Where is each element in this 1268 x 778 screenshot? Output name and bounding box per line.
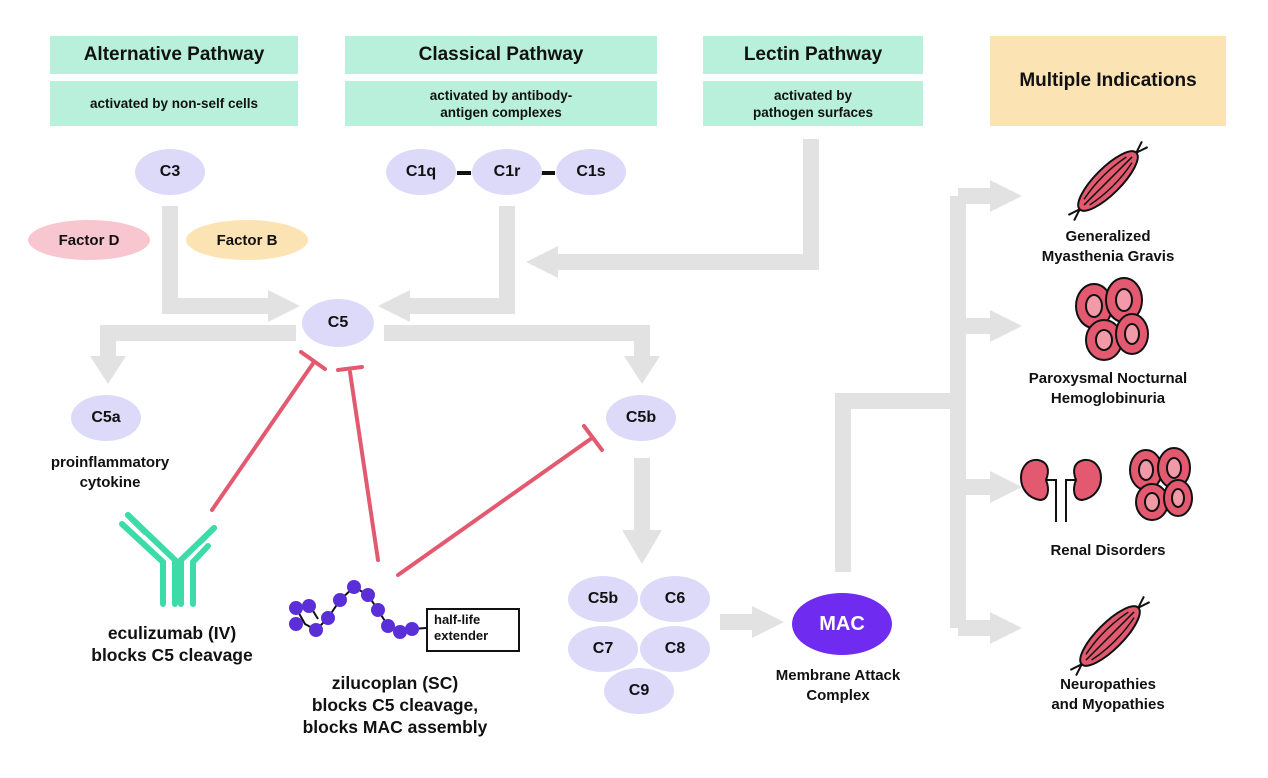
cluster-c8: C8 [640,626,710,672]
inhibitor-zilucoplan-c5b-bar [582,424,604,452]
cluster-c5b: C5b [568,576,638,622]
indication-label-3: Renal Disorders [1050,542,1166,559]
inhibitor-zilucoplan-c5b [396,436,594,577]
inhibitor-eculizumab-bar [299,350,327,371]
classical-pathway-subtitle: activated by antibody- antigen complexes [345,81,657,126]
c5-node: C5 [302,299,374,347]
alternative-pathway-subtitle: activated by non-self cells [50,81,298,126]
indication-label-1: Generalized Myasthenia Gravis [1041,228,1175,265]
arrowhead-ind-3 [990,471,1022,503]
arrowhead-lectin [526,246,558,278]
zilucoplan-label: zilucoplan (SC) blocks C5 cleavage, bloc… [302,673,488,737]
arrowhead-ind-4 [990,612,1022,644]
arrow-c5-to-c5a [100,325,296,358]
cluster-c7: C7 [568,626,638,672]
arrowhead-ind-2 [990,310,1022,342]
arrowhead-c5-left [268,290,300,322]
arrow-lectin-to-c5 [558,139,819,270]
arrow-c3-to-c5 [162,206,268,314]
peptide-chain-icon [289,580,427,639]
arrowhead-c5-right [378,290,410,322]
c3-node: C3 [135,149,205,195]
c1q-node: C1q [386,149,456,195]
cluster-c6: C6 [640,576,710,622]
classical-pathway-title: Classical Pathway [345,36,657,74]
arrow-classical-to-c5 [410,206,515,314]
alternative-pathway-title: Alternative Pathway [50,36,298,74]
kidney-icon [1020,458,1102,522]
red-blood-cells-icon-2 [1129,447,1193,521]
cluster-c9: C9 [604,668,674,714]
muscle-icon-2 [1069,595,1151,677]
half-life-extender-box: half-life extender [426,608,520,652]
arrowhead-ind-1 [990,180,1022,212]
mac-node: MAC [792,593,892,655]
arrowhead-cluster [622,530,662,564]
indications-header: Multiple Indications [990,36,1226,126]
muscle-icon [1067,140,1149,222]
c5a-node: C5a [71,395,141,441]
arrowhead-c5b [624,356,660,384]
inhibitor-zilucoplan-bar [336,365,364,372]
lectin-pathway-subtitle: activated by pathogen surfaces [703,81,923,126]
c1s-node: C1s [556,149,626,195]
c1r-node: C1r [472,149,542,195]
arrowhead-mac [752,606,784,638]
eculizumab-label: eculizumab (IV) blocks C5 cleavage [91,623,253,665]
mac-description: Membrane Attack Complex [775,667,901,704]
arrow-mac-to-indications [835,393,958,572]
indication-label-2: Paroxysmal Nocturnal Hemoglobinuria [1028,370,1188,407]
red-blood-cells-icon [1075,277,1149,361]
c5b-node: C5b [606,395,676,441]
factor-d-node: Factor D [28,220,150,260]
arrowhead-c5a [90,356,126,384]
c5a-description: proinflammatory cytokine [50,454,170,491]
inhibitor-zilucoplan-c5 [348,370,380,562]
inhibitor-eculizumab-c5 [210,360,316,512]
factor-b-node: Factor B [186,220,308,260]
indication-label-4: Neuropathies and Myopathies [1051,676,1165,713]
antibody-icon [119,512,217,607]
arrow-c5-to-c5b [384,325,650,358]
lectin-pathway-title: Lectin Pathway [703,36,923,74]
